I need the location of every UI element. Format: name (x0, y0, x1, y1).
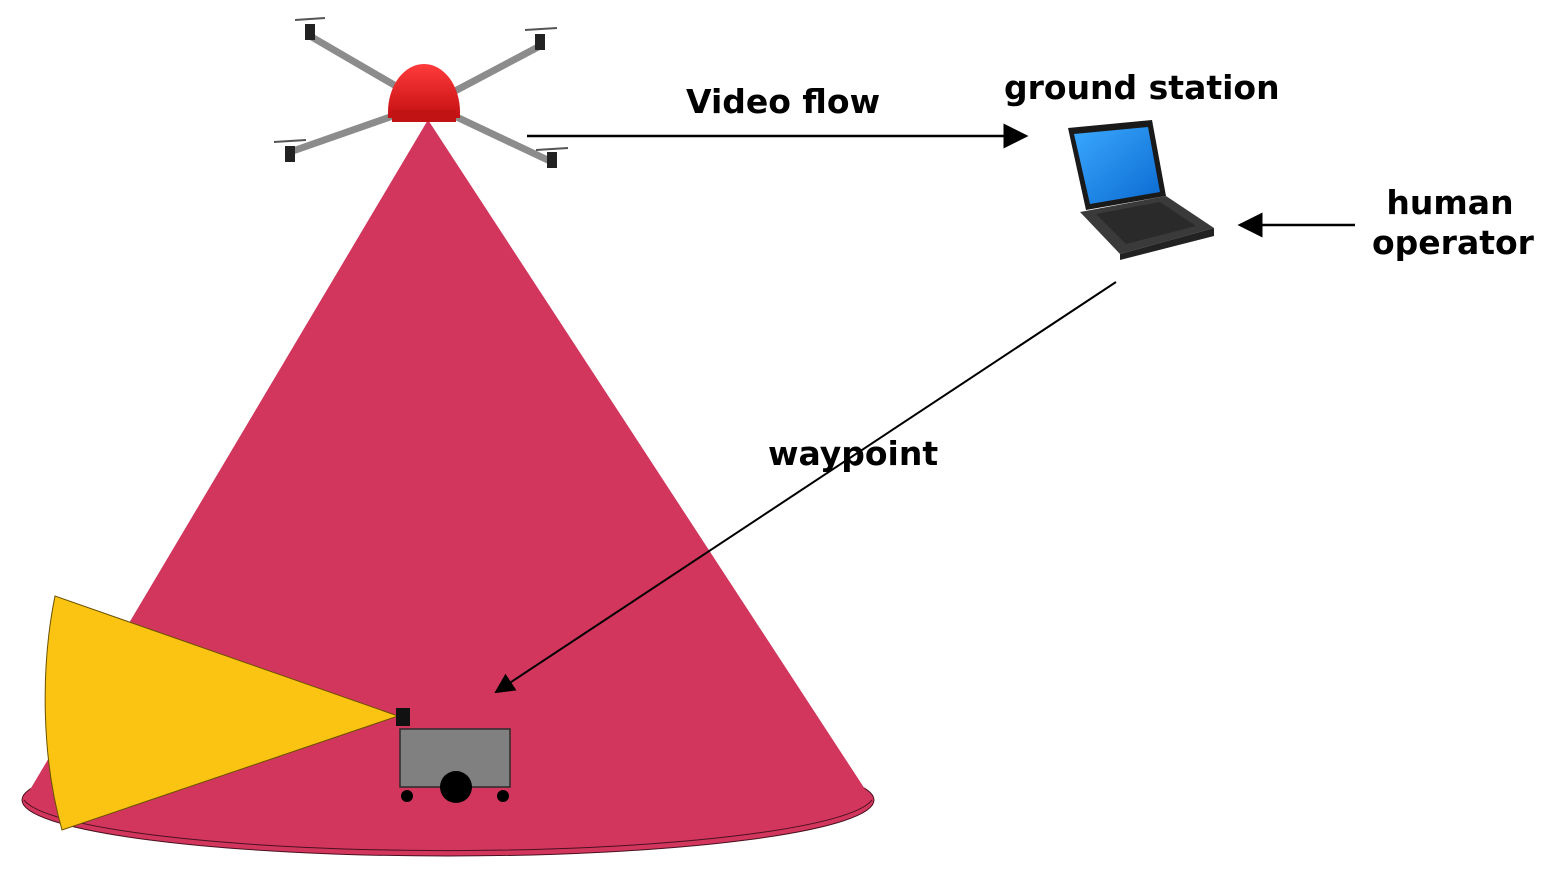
robot-fov-cone (44, 595, 400, 831)
human-operator-line1: human (1386, 183, 1514, 222)
waypoint-label: waypoint (768, 434, 939, 473)
ground-robot-icon (396, 708, 511, 803)
laptop-icon (1068, 120, 1214, 260)
quadcopter-icon (273, 17, 569, 168)
human-operator-label: human operator (1372, 183, 1534, 263)
waypoint-arrow (494, 281, 1117, 694)
ground-station-label: ground station (1004, 68, 1280, 107)
human-operator-line2: operator (1372, 223, 1534, 262)
video-flow-label: Video flow (686, 82, 881, 121)
